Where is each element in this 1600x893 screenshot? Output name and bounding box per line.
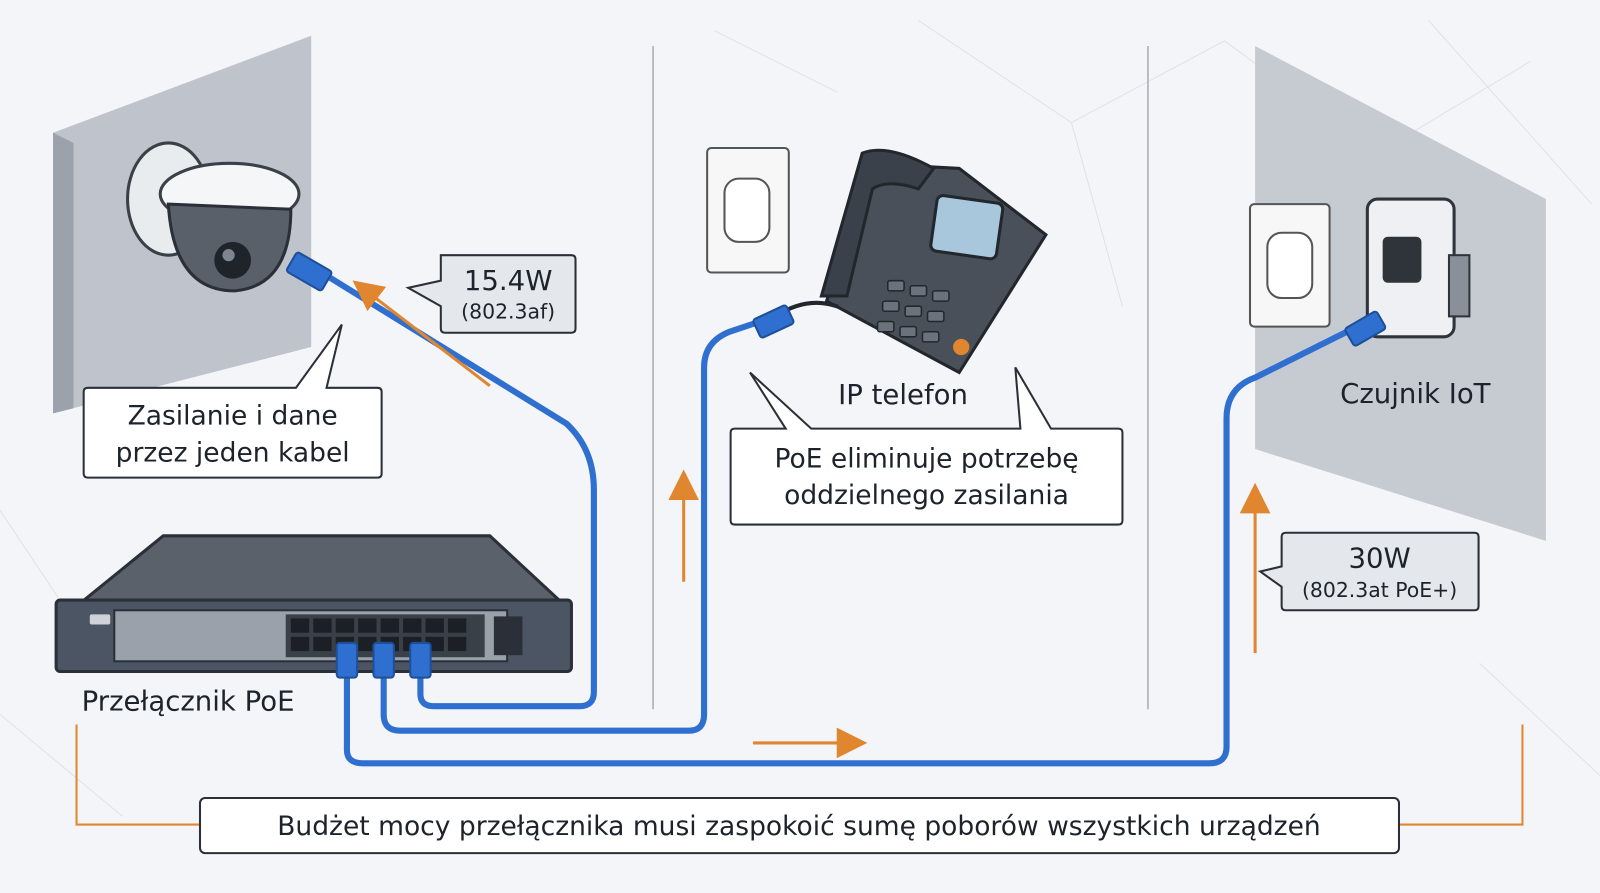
callout-no-separate-power: PoE eliminuje potrzebę oddzielnego zasil…	[729, 366, 1124, 526]
iot-sensor	[1365, 197, 1471, 339]
ethernet-cables	[323, 272, 1361, 767]
sensor-power-value: 30W	[1348, 542, 1410, 574]
callout-single-cable: Zasilanie i dane przez jeden kabel	[82, 323, 383, 479]
wall-outlet-sensor	[1248, 203, 1331, 328]
cable-camera	[323, 272, 597, 710]
dome-camera	[126, 141, 301, 293]
single-cable-line1: Zasilanie i dane	[128, 401, 338, 432]
phone-label: IP telefon	[838, 379, 968, 411]
camera-power-value: 15.4W	[464, 265, 553, 297]
budget-bracket	[75, 724, 1524, 826]
ip-phone	[819, 148, 1048, 375]
no-separate-power-line2: oddzielnego zasilania	[784, 480, 1069, 511]
switch-label: Przełącznik PoE	[82, 685, 295, 717]
rj45-connectors	[285, 251, 1387, 679]
camera-standard: (802.3af)	[461, 299, 555, 323]
budget-note: Budżet mocy przełącznika musi zaspokoić …	[277, 811, 1320, 842]
poe-switch	[54, 534, 573, 674]
no-separate-power-line1: PoE eliminuje potrzebę	[774, 443, 1078, 474]
wall-outlet-phone	[706, 147, 790, 274]
cable-sensor	[343, 323, 1361, 767]
sensor-label: Czujnik IoT	[1340, 378, 1491, 410]
callout-camera-power: 15.4W (802.3af)	[405, 254, 577, 334]
sensor-standard: (802.3at PoE+)	[1302, 578, 1457, 602]
callout-sensor-power: 30W (802.3at PoE+)	[1257, 531, 1480, 612]
budget-note-box: Budżet mocy przełącznika musi zaspokoić …	[198, 797, 1400, 855]
single-cable-line2: przez jeden kabel	[116, 437, 350, 468]
power-flow-arrows	[352, 280, 1271, 759]
cable-phone	[380, 313, 779, 734]
